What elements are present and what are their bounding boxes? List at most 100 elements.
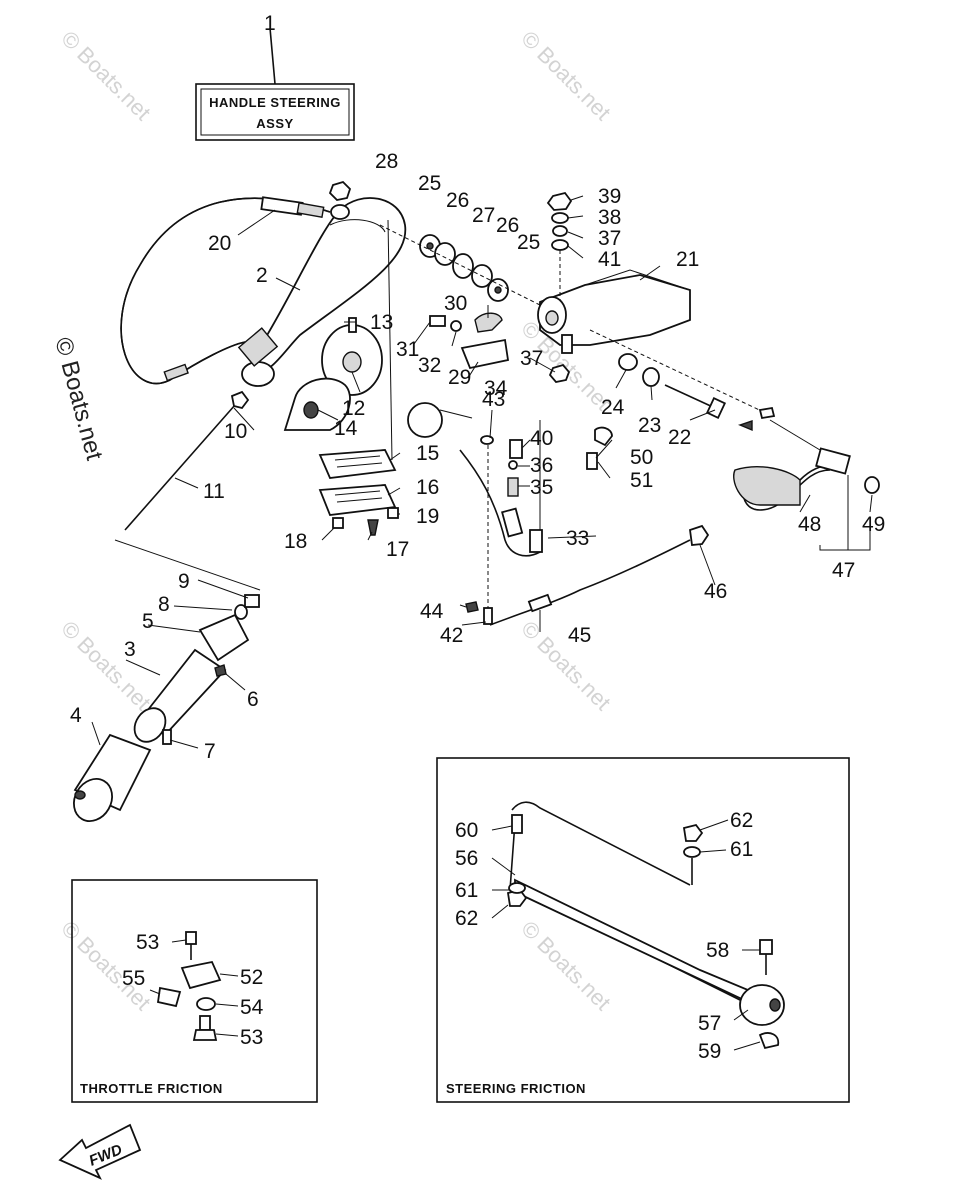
label-45: 45 bbox=[568, 624, 591, 647]
watermark-dark: © Boats.net bbox=[49, 335, 108, 464]
label-18: 18 bbox=[284, 530, 307, 553]
throttle-friction-inset: THROTTLE FRICTION bbox=[71, 879, 318, 1103]
label-37a: 37 bbox=[598, 227, 621, 250]
label-21: 21 bbox=[676, 248, 699, 271]
label-29: 29 bbox=[448, 366, 471, 389]
nut-28 bbox=[328, 180, 352, 201]
label-41: 41 bbox=[598, 248, 621, 271]
bracket-29-32 bbox=[429, 312, 510, 370]
watermark: © Boats.net bbox=[56, 616, 155, 715]
nut-stack bbox=[546, 191, 573, 383]
label-22: 22 bbox=[668, 426, 691, 449]
leader-lines bbox=[91, 195, 873, 749]
label-37b: 37 bbox=[520, 347, 543, 370]
label-8: 8 bbox=[158, 593, 170, 616]
label-39: 39 bbox=[598, 185, 621, 208]
label-23: 23 bbox=[638, 414, 661, 437]
shaft-end bbox=[230, 390, 250, 410]
throttle-cable bbox=[120, 196, 331, 385]
label-27: 27 bbox=[472, 204, 495, 227]
title-box: HANDLE STEERING ASSY bbox=[195, 27, 355, 141]
shift-rod bbox=[465, 524, 710, 626]
label-62b: 62 bbox=[455, 907, 478, 930]
label-31: 31 bbox=[396, 338, 419, 361]
label-33: 33 bbox=[566, 527, 589, 550]
label-28: 28 bbox=[375, 150, 398, 173]
label-55: 55 bbox=[122, 967, 145, 990]
steering-friction-inset: STEERING FRICTION bbox=[436, 757, 850, 1103]
label-15: 15 bbox=[416, 442, 439, 465]
throttle-grip bbox=[73, 594, 260, 822]
label-49: 49 bbox=[862, 513, 885, 536]
label-4: 4 bbox=[70, 704, 82, 727]
tiller-arm bbox=[237, 197, 407, 387]
label-20: 20 bbox=[208, 232, 231, 255]
label-58: 58 bbox=[706, 939, 729, 962]
steering-friction-title: STEERING FRICTION bbox=[446, 1081, 586, 1096]
label-6: 6 bbox=[247, 688, 259, 711]
shift-lever bbox=[407, 402, 543, 615]
label-3: 3 bbox=[124, 638, 136, 661]
washers bbox=[379, 224, 541, 306]
label-10: 10 bbox=[224, 420, 247, 443]
label-51: 51 bbox=[630, 469, 653, 492]
label-48: 48 bbox=[798, 513, 821, 536]
label-60: 60 bbox=[455, 819, 478, 842]
title-line1: HANDLE STEERING bbox=[209, 95, 341, 110]
watermark: © Boats.net bbox=[516, 26, 615, 125]
label-61a: 61 bbox=[730, 838, 753, 861]
throttle-shaft bbox=[124, 404, 236, 531]
label-61b: 61 bbox=[455, 879, 478, 902]
friction-plates bbox=[318, 219, 399, 536]
fwd-arrow: FWD bbox=[58, 1123, 142, 1180]
label-11: 11 bbox=[203, 480, 225, 503]
part-labels: 1 2 3 4 5 6 7 8 9 10 11 12 13 14 15 16 1… bbox=[70, 12, 885, 1063]
label-1: 1 bbox=[264, 12, 276, 35]
label-26b: 26 bbox=[496, 214, 519, 237]
throttle-friction-title: THROTTLE FRICTION bbox=[80, 1081, 223, 1096]
label-59: 59 bbox=[698, 1040, 721, 1063]
label-25a: 25 bbox=[418, 172, 441, 195]
label-14: 14 bbox=[334, 417, 358, 440]
label-12: 12 bbox=[342, 397, 365, 420]
label-7: 7 bbox=[204, 740, 216, 763]
label-53b: 53 bbox=[240, 1026, 263, 1049]
label-30: 30 bbox=[444, 292, 467, 315]
label-35: 35 bbox=[530, 476, 553, 499]
watermark: © Boats.net bbox=[516, 616, 615, 715]
label-25b: 25 bbox=[517, 231, 540, 254]
label-13: 13 bbox=[370, 311, 393, 334]
label-44: 44 bbox=[420, 600, 444, 623]
bolts-50-51 bbox=[586, 426, 613, 470]
label-40: 40 bbox=[530, 427, 553, 450]
label-38: 38 bbox=[598, 206, 621, 229]
watermark: © Boats.net bbox=[56, 26, 155, 125]
label-57: 57 bbox=[698, 1012, 721, 1035]
label-62a: 62 bbox=[730, 809, 753, 832]
label-36: 36 bbox=[530, 454, 553, 477]
label-34: 34 bbox=[484, 377, 508, 400]
label-26a: 26 bbox=[446, 189, 469, 212]
label-2: 2 bbox=[256, 264, 268, 287]
label-42: 42 bbox=[440, 624, 463, 647]
label-19: 19 bbox=[416, 505, 439, 528]
stop-switch bbox=[733, 406, 880, 511]
friction-gears bbox=[283, 317, 383, 431]
label-9: 9 bbox=[178, 570, 190, 593]
label-56: 56 bbox=[455, 847, 478, 870]
pivot-bolt bbox=[589, 329, 771, 419]
label-24: 24 bbox=[601, 396, 625, 419]
steering-bracket bbox=[537, 269, 691, 354]
label-47: 47 bbox=[832, 559, 855, 582]
shaft-guide bbox=[114, 539, 261, 591]
label-32: 32 bbox=[418, 354, 441, 377]
label-53a: 53 bbox=[136, 931, 159, 954]
label-17: 17 bbox=[386, 538, 409, 561]
label-43: 43 bbox=[482, 388, 505, 411]
label-16: 16 bbox=[416, 476, 439, 499]
label-5: 5 bbox=[142, 610, 154, 633]
title-line2: ASSY bbox=[256, 116, 293, 131]
label-52: 52 bbox=[240, 966, 263, 989]
label-46: 46 bbox=[704, 580, 727, 603]
